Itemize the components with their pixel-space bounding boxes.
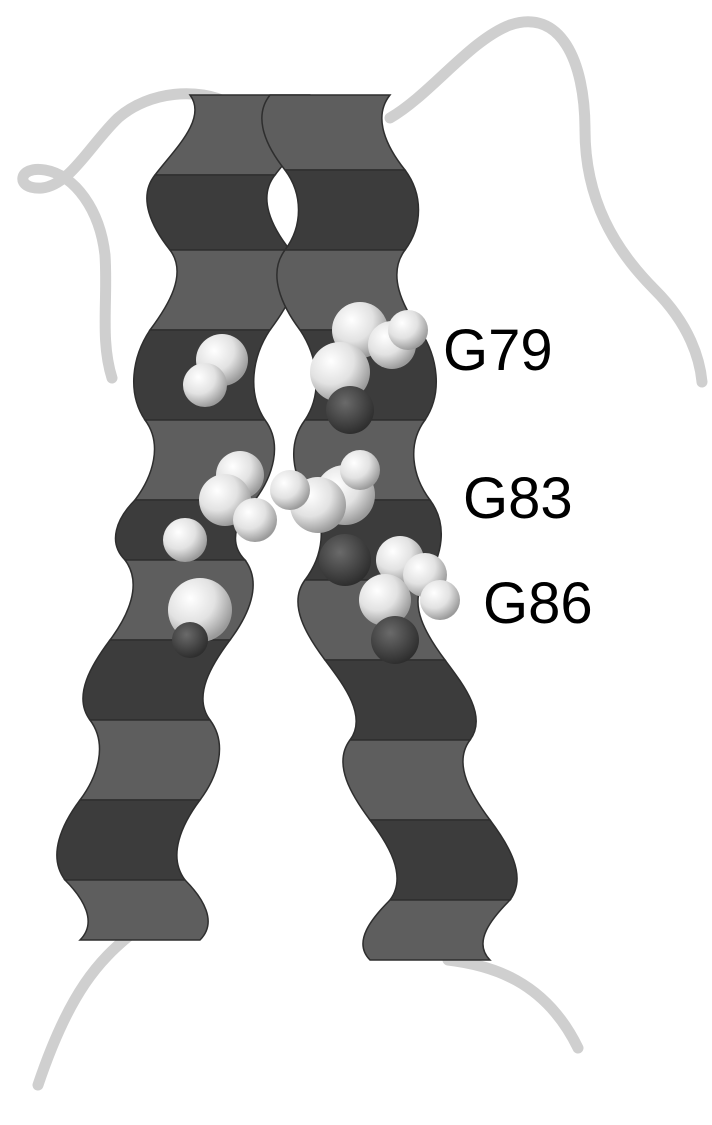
- hydrogen-sphere: [388, 310, 428, 350]
- helix-turn: [325, 660, 476, 740]
- helix-turn: [343, 740, 490, 820]
- helix-turn: [65, 880, 208, 940]
- hydrogen-sphere: [163, 518, 207, 562]
- helix-turn: [80, 720, 219, 800]
- helix-turn: [147, 175, 290, 250]
- loop-bottom-left: [38, 935, 130, 1085]
- alpha-carbon-sphere: [319, 534, 371, 586]
- helix-turn: [363, 900, 510, 960]
- helix-turn: [150, 250, 297, 330]
- alpha-carbon-sphere: [172, 622, 208, 658]
- residue-label-g86: G86: [483, 575, 593, 633]
- hydrogen-sphere: [340, 450, 380, 490]
- helix-turn: [370, 820, 517, 900]
- helix-turn: [57, 800, 200, 880]
- helix-turn: [262, 95, 405, 170]
- alpha-carbon-sphere: [326, 386, 374, 434]
- hydrogen-sphere: [233, 498, 277, 542]
- hydrogen-sphere: [183, 363, 227, 407]
- residue-label-g79: G79: [443, 322, 553, 380]
- loop-bottom-right: [448, 960, 578, 1048]
- hydrogen-sphere: [270, 470, 310, 510]
- residue-label-g83: G83: [463, 470, 573, 528]
- hydrogen-sphere: [420, 580, 460, 620]
- alpha-carbon-sphere: [371, 616, 419, 664]
- helix-turn: [83, 640, 230, 720]
- helix-turn: [285, 170, 419, 250]
